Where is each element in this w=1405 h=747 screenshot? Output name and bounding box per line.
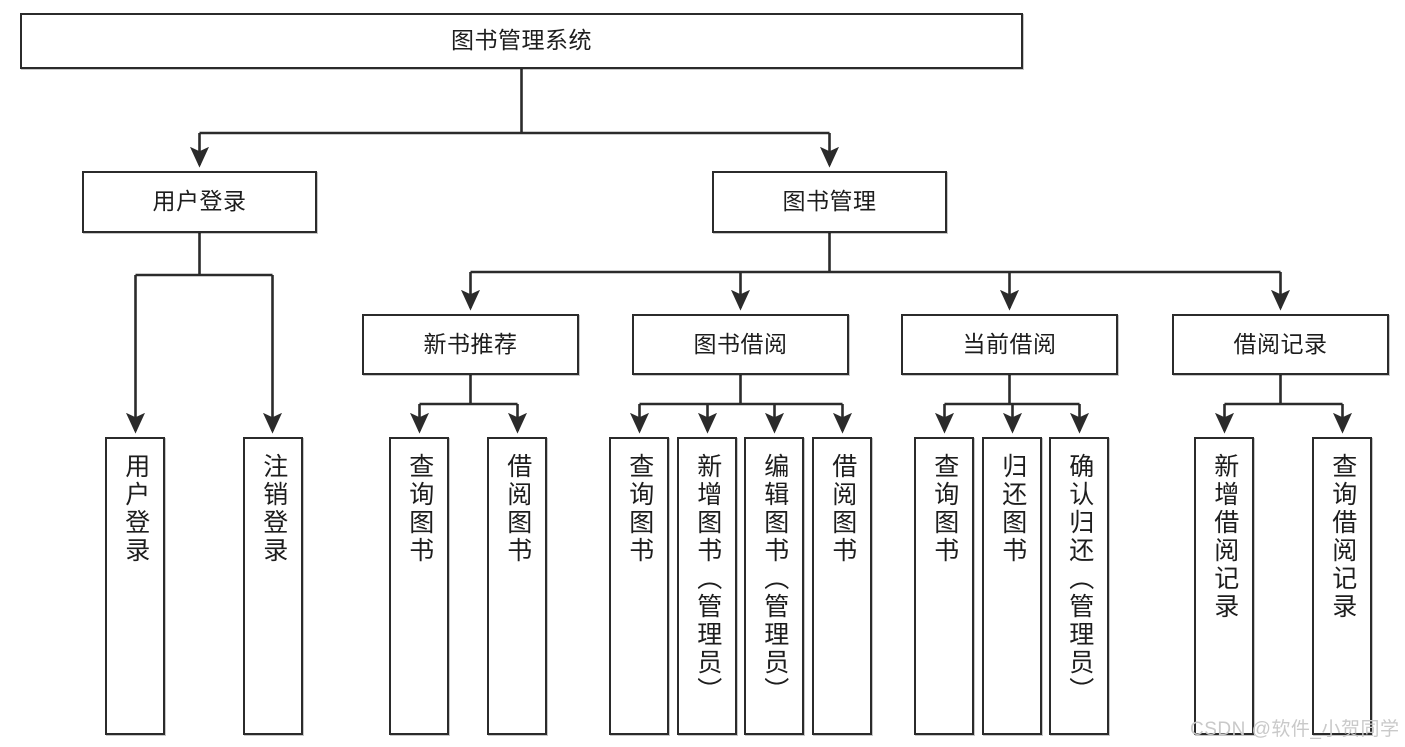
node-leaf-add-book-admin[interactable]: 新增图书（管理员） [677, 437, 737, 735]
node-leaf-query-book-borrow-label: 查询图书 [625, 453, 654, 565]
node-leaf-borrow-book-rec[interactable]: 借阅图书 [487, 437, 547, 735]
node-leaf-borrow-book[interactable]: 借阅图书 [812, 437, 872, 735]
node-book-management-label: 图书管理 [782, 188, 877, 215]
node-new-book-recommend-label: 新书推荐 [423, 330, 518, 357]
node-leaf-confirm-return-admin-label: 确认归还（管理员） [1065, 453, 1094, 705]
csdn-watermark: CSDN @软件_小贺同学 [1190, 719, 1400, 740]
node-borrow-record[interactable]: 借阅记录 [1172, 314, 1389, 375]
node-leaf-query-borrow-record[interactable]: 查询借阅记录 [1312, 437, 1372, 735]
node-leaf-return-book-label: 归还图书 [998, 453, 1027, 565]
node-leaf-borrow-book-rec-label: 借阅图书 [503, 453, 532, 565]
node-leaf-add-book-admin-label: 新增图书（管理员） [693, 453, 722, 705]
node-leaf-query-book-rec[interactable]: 查询图书 [389, 437, 449, 735]
node-leaf-query-book-rec-label: 查询图书 [405, 453, 434, 565]
node-user-login[interactable]: 用户登录 [82, 171, 317, 233]
node-leaf-add-borrow-record-label: 新增借阅记录 [1210, 453, 1239, 621]
node-book-management[interactable]: 图书管理 [712, 171, 947, 233]
node-leaf-query-borrow-record-label: 查询借阅记录 [1328, 453, 1357, 621]
node-leaf-confirm-return-admin[interactable]: 确认归还（管理员） [1049, 437, 1109, 735]
node-book-borrow[interactable]: 图书借阅 [632, 314, 849, 375]
node-leaf-borrow-book-label: 借阅图书 [828, 453, 857, 565]
node-leaf-return-book[interactable]: 归还图书 [982, 437, 1042, 735]
node-user-login-label: 用户登录 [152, 188, 247, 215]
node-root[interactable]: 图书管理系统 [20, 13, 1023, 69]
node-book-borrow-label: 图书借阅 [693, 330, 788, 357]
node-leaf-add-borrow-record[interactable]: 新增借阅记录 [1194, 437, 1254, 735]
node-leaf-edit-book-admin-label: 编辑图书（管理员） [760, 453, 789, 705]
node-leaf-user-logout-label: 注销登录 [259, 453, 288, 565]
node-borrow-record-label: 借阅记录 [1233, 330, 1328, 357]
node-current-borrow-label: 当前借阅 [962, 330, 1057, 357]
node-leaf-query-book-current-label: 查询图书 [930, 453, 959, 565]
node-leaf-user-login[interactable]: 用户登录 [105, 437, 165, 735]
node-root-label: 图书管理系统 [451, 27, 592, 54]
node-leaf-user-logout[interactable]: 注销登录 [243, 437, 303, 735]
node-leaf-query-book-borrow[interactable]: 查询图书 [609, 437, 669, 735]
node-leaf-edit-book-admin[interactable]: 编辑图书（管理员） [744, 437, 804, 735]
node-current-borrow[interactable]: 当前借阅 [901, 314, 1118, 375]
node-leaf-query-book-current[interactable]: 查询图书 [914, 437, 974, 735]
node-new-book-recommend[interactable]: 新书推荐 [362, 314, 579, 375]
node-leaf-user-login-label: 用户登录 [121, 453, 150, 565]
